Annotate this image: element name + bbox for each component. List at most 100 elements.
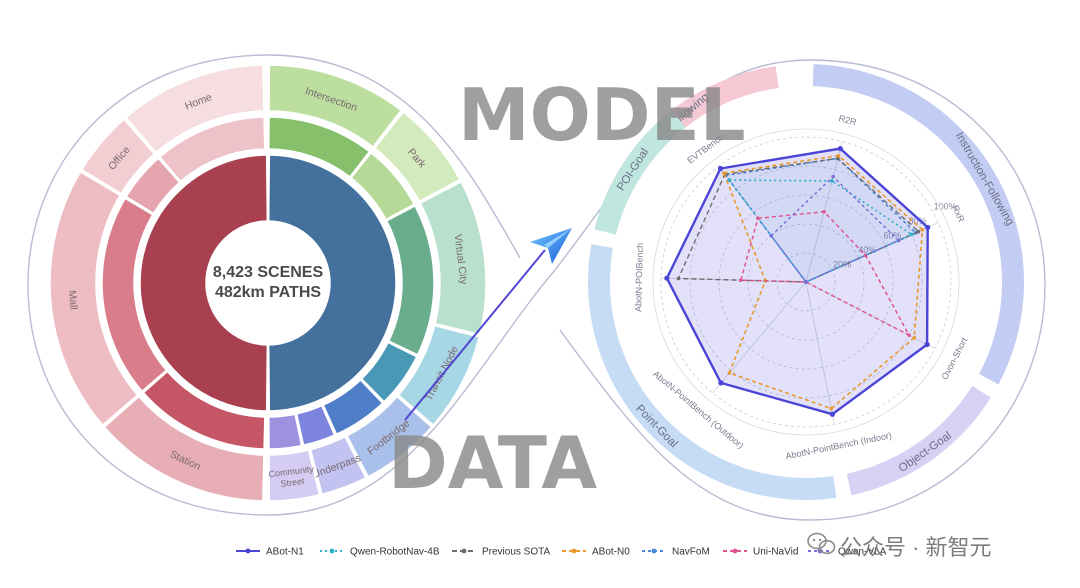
legend-label: ABot-N0 [592, 547, 630, 558]
radar-spoke [712, 281, 807, 394]
center-text-line: 8,423 SCENES [213, 264, 324, 281]
radar-axis-label: R2R [838, 113, 858, 127]
radar-spoke [805, 281, 835, 425]
middle-sector [125, 157, 181, 215]
radar-tick-label: 100% [934, 202, 957, 212]
middle-sector [360, 341, 418, 403]
outer-sector [124, 64, 265, 154]
infinity-loop-outline [27, 54, 1046, 521]
center-text-line: 482km PATHS [215, 284, 321, 301]
inner-sector-outdoor [267, 154, 397, 412]
radar-point [717, 165, 724, 172]
legend-marker [329, 548, 335, 554]
paper-plane-icon [530, 228, 572, 264]
radar-tick-label: 60% [883, 231, 901, 241]
radar-point [837, 145, 843, 152]
legend-label: Qwen-VLA [838, 547, 887, 558]
radar-tick-label: 80% [908, 216, 926, 226]
radar-grid-ring [747, 223, 865, 341]
category-band [812, 64, 1024, 385]
legend-marker [571, 548, 577, 554]
legend-label: Uni-NaVid [753, 547, 798, 558]
radar-point [836, 153, 841, 158]
middle-sector [385, 204, 435, 356]
radar-grid-ring [718, 194, 894, 370]
outer-sector [268, 64, 403, 148]
outer-sector [346, 395, 433, 478]
middle-sector [142, 370, 266, 450]
data-heading: DATA [388, 421, 597, 505]
radar-point [925, 224, 931, 231]
outer-label-line: Street [280, 476, 306, 489]
middle-sector [268, 413, 303, 450]
outer-sector [103, 395, 265, 502]
watermark-text: 公众号 · 新智元 [840, 535, 992, 560]
radar-point [910, 232, 914, 237]
radar-point [727, 178, 732, 182]
legend-marker [732, 548, 738, 554]
model-heading: MODEL [458, 73, 746, 157]
radar-point [829, 411, 835, 417]
middle-sector [322, 378, 384, 436]
radar-outer-ring [652, 128, 960, 436]
radar-axis-label: AbotN-POIBench [633, 243, 645, 312]
radar-point [912, 336, 917, 340]
middle-sector [350, 151, 416, 221]
radar-point [835, 156, 840, 161]
outer-sector [373, 110, 461, 203]
outer-sector [397, 324, 481, 427]
radar-point [718, 380, 724, 386]
radar-point [769, 233, 773, 238]
radar-point [831, 174, 835, 179]
radar-tick-label: 40% [858, 245, 876, 255]
radar-grid-ring [660, 136, 952, 428]
outer-category-label: CommunityStreet [268, 464, 316, 490]
radar-point [830, 179, 834, 183]
radar-point [804, 280, 808, 284]
legend-marker [245, 548, 251, 554]
outer-sector [49, 170, 139, 427]
radar-point [916, 229, 921, 234]
radar-point [924, 341, 930, 348]
radar-point [896, 238, 901, 243]
middle-sector [268, 116, 371, 178]
radar-point [722, 171, 726, 175]
radar-point [727, 371, 732, 375]
radar-axis-label: Ovon-Short [939, 335, 969, 381]
middle-sector [158, 116, 266, 183]
flow-arrow-line [404, 249, 546, 421]
inner-sector-indoor [139, 154, 269, 412]
radar-point [920, 228, 925, 232]
radar-point [676, 276, 681, 281]
outer-sector [268, 449, 321, 502]
radar-point [738, 278, 743, 283]
middle-sector [101, 197, 168, 393]
radar-tick-label: 20% [833, 260, 851, 270]
watermark: 公众号 · 新智元 [807, 532, 992, 560]
radar-point [822, 209, 826, 214]
category-band [594, 110, 686, 235]
wechat-icon [807, 532, 836, 555]
outer-sector [309, 435, 367, 496]
legend-label: Previous SOTA [482, 547, 550, 558]
radar-point [756, 216, 760, 221]
radar-series-navfom [724, 157, 917, 283]
outer-sector [419, 180, 487, 336]
radar-point [907, 333, 911, 337]
radar-grid-ring [776, 252, 836, 312]
radar-point [829, 406, 834, 411]
legend-marker [651, 548, 657, 554]
outer-category-label: Mall [66, 290, 80, 310]
sunburst-center [208, 223, 328, 343]
radar-grid-ring [689, 165, 923, 399]
outer-sector [80, 118, 156, 195]
radar-point [664, 275, 670, 281]
legend-label: ABot-N1 [266, 547, 304, 558]
middle-sector [295, 404, 336, 447]
category-band [846, 385, 991, 496]
radar-axis-label: RxR [950, 204, 966, 225]
legend-marker [461, 548, 467, 554]
